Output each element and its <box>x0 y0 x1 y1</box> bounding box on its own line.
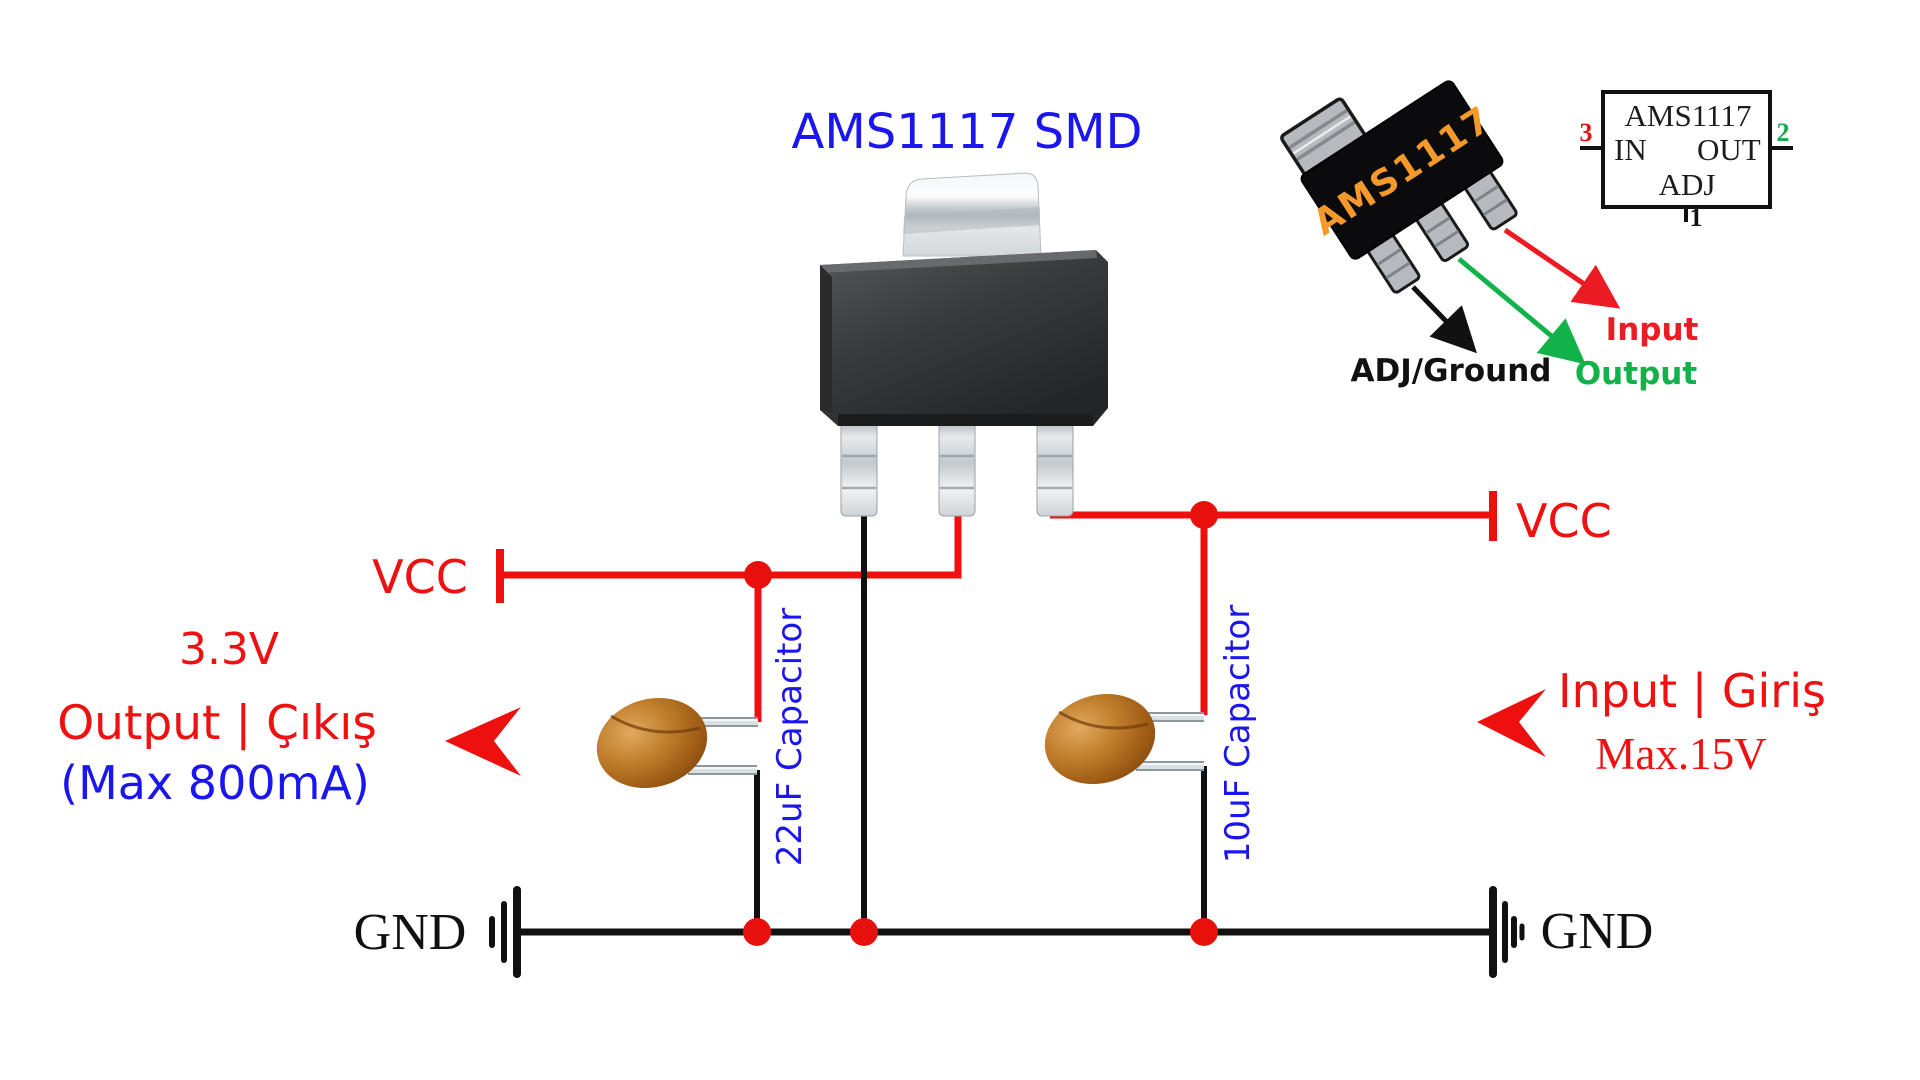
gnd-left-label: GND <box>354 904 467 961</box>
output-capacitor-crease <box>610 714 701 734</box>
main-chip-leg <box>840 419 878 517</box>
symbol-pin1-number: 1 <box>1690 203 1703 232</box>
output-arrow <box>1457 257 1586 365</box>
input-capacitor <box>1044 693 1204 785</box>
output-voltage-label: 3.3V <box>179 624 279 675</box>
wire-output-rail <box>500 505 962 579</box>
inset-callout-arrows <box>1411 227 1621 365</box>
symbol-box: AMS1117 IN OUT ADJ 3 2 1 <box>1580 90 1793 232</box>
symbol-in-pin: IN <box>1614 132 1647 167</box>
output-max-current-label: (Max 800mA) <box>60 756 370 810</box>
diagram-title: AMS1117 SMD <box>792 104 1143 160</box>
main-chip-leg <box>938 419 976 517</box>
inset-chip-legs <box>1366 170 1518 294</box>
main-chip-tab-bend <box>903 207 1040 234</box>
symbol-pin3-number: 3 <box>1580 118 1593 147</box>
output-capacitor-body <box>596 697 708 789</box>
ground-symbol-right <box>1489 886 1525 978</box>
input-capacitor-crease <box>1058 710 1149 730</box>
output-chevron-arrow <box>445 707 521 776</box>
input-chevron-arrow <box>1477 689 1546 757</box>
junction-dot <box>850 918 878 946</box>
input-max-voltage-label: Max.15V <box>1595 729 1766 779</box>
output-label: Output <box>1575 356 1698 392</box>
adj-arrow <box>1411 285 1477 354</box>
main-chip-body <box>820 250 1108 426</box>
vcc-right-label: VCC <box>1516 494 1612 548</box>
main-chip <box>820 172 1108 517</box>
symbol-out-pin: OUT <box>1697 132 1761 167</box>
input-label: Input <box>1606 312 1699 348</box>
gnd-right-label: GND <box>1541 903 1654 960</box>
main-chip-body-left-bevel <box>820 265 832 412</box>
main-chip-body-top-highlight <box>820 250 1097 273</box>
junction-dot <box>1190 501 1218 529</box>
symbol-adj-pin: ADJ <box>1659 167 1716 202</box>
main-chip-legs <box>840 419 1074 517</box>
junction-dot <box>743 918 771 946</box>
output-capacitor <box>596 697 758 789</box>
junction-dot <box>1190 918 1218 946</box>
main-chip-leg <box>1036 419 1074 517</box>
input-role-label: Input | Giriş <box>1558 664 1826 719</box>
symbol-name: AMS1117 <box>1625 98 1752 133</box>
wiring <box>496 491 1497 936</box>
input-arrow <box>1503 227 1621 309</box>
inset-chip: AMS1117 <box>1280 80 1518 294</box>
junction-dots <box>743 501 1218 946</box>
junction-dot <box>744 561 772 589</box>
main-chip-body-bottom-shadow <box>838 414 1093 426</box>
input-capacitor-body <box>1044 693 1156 785</box>
output-cap-label: 22uF Capacitor <box>770 608 810 866</box>
input-cap-label: 10uF Capacitor <box>1218 605 1258 863</box>
symbol-pin2-number: 2 <box>1777 118 1790 147</box>
output-role-label: Output | Çıkış <box>57 696 377 751</box>
adj-ground-label: ADJ/Ground <box>1351 353 1552 389</box>
inset-chip-body <box>1300 80 1504 260</box>
ground-symbol-left <box>489 886 521 978</box>
vcc-left-label: VCC <box>372 550 468 604</box>
